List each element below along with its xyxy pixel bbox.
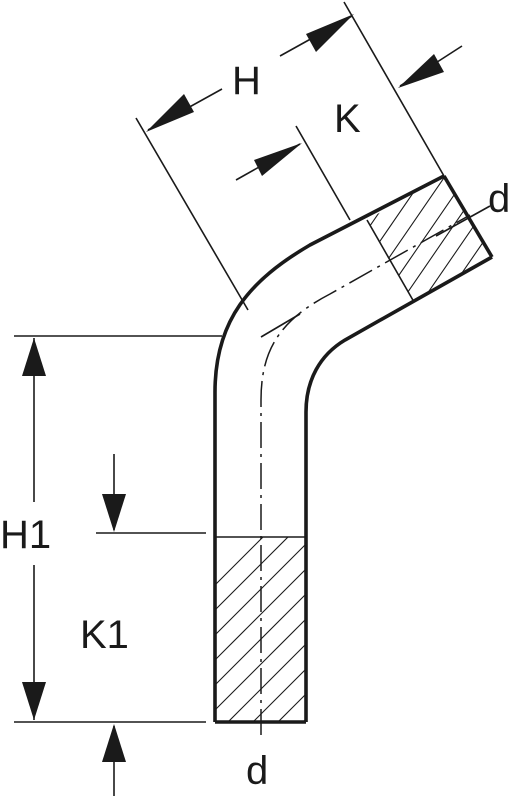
bend-point-marker bbox=[260, 313, 301, 338]
label-d-top: d bbox=[488, 177, 510, 221]
dim-h-extension-left bbox=[135, 117, 249, 311]
label-k: K bbox=[334, 97, 361, 141]
dim-h-extension-right bbox=[343, 1, 445, 177]
dim-k1-arrow-top bbox=[102, 494, 126, 532]
label-d-bottom: d bbox=[246, 749, 268, 793]
dim-k1-arrow-bottom bbox=[102, 724, 126, 762]
dimension-k1 bbox=[96, 454, 206, 796]
dim-k-extension bbox=[295, 125, 351, 221]
dimension-h1 bbox=[14, 335, 222, 723]
hatch-lower-leg bbox=[215, 537, 306, 722]
dim-h1-arrow-bottom bbox=[22, 682, 46, 720]
pipe-outer-edge bbox=[213, 174, 445, 722]
dim-k-arrow-right bbox=[398, 54, 444, 88]
leader-d-top bbox=[435, 205, 491, 237]
dimension-k bbox=[235, 45, 463, 221]
dim-h-arrow-left bbox=[146, 94, 194, 132]
dimension-h bbox=[135, 1, 445, 311]
label-k1: K1 bbox=[80, 613, 129, 657]
dim-k-arrow-left bbox=[254, 143, 302, 176]
label-h1: H1 bbox=[0, 513, 51, 557]
label-h: H bbox=[232, 59, 261, 103]
dim-h-arrow-right bbox=[306, 14, 354, 52]
dim-h1-arrow-top bbox=[22, 338, 46, 376]
upper-section-boundary bbox=[366, 219, 415, 303]
pipe-center-axis bbox=[260, 214, 471, 735]
pipe-inner-edge bbox=[304, 255, 493, 722]
pipe-outline bbox=[213, 174, 494, 724]
